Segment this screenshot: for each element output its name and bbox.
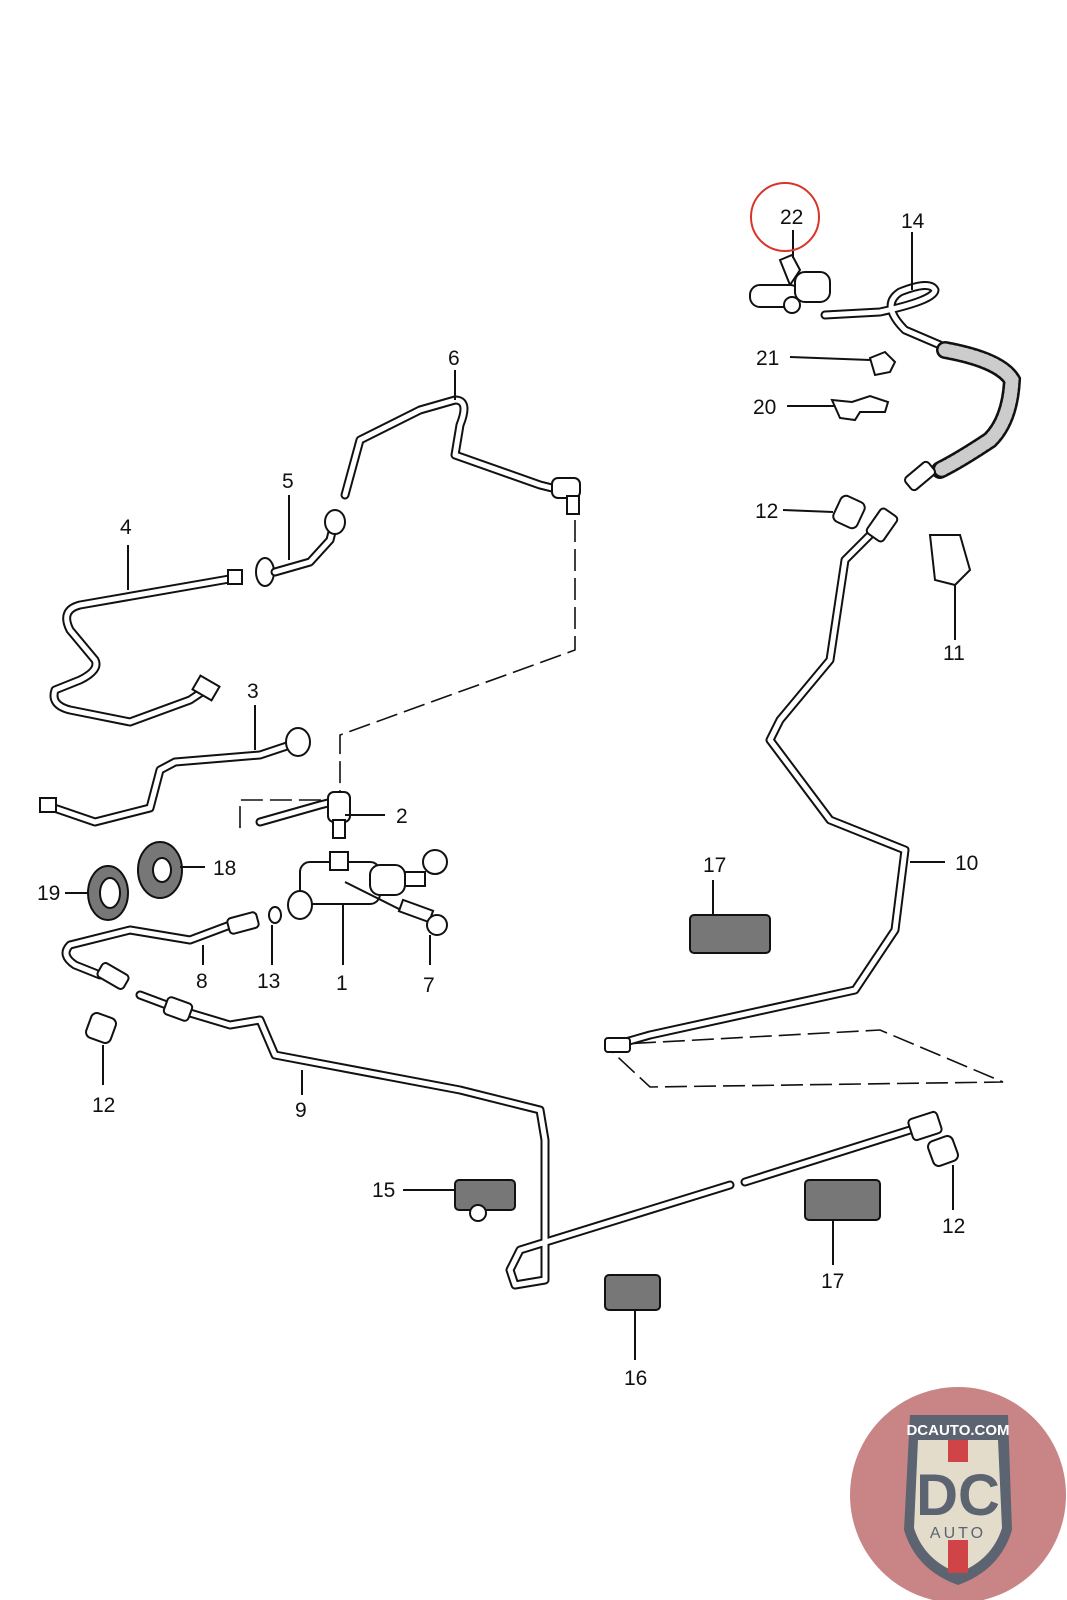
clip-11	[928, 534, 972, 587]
watermark-sub-text: AUTO	[930, 1525, 986, 1542]
watermark-main-text: DC	[916, 1463, 1000, 1528]
brake-line-6	[340, 395, 581, 515]
leader-lines	[65, 230, 956, 1360]
brake-line-8	[61, 911, 260, 990]
watermark-stripe-top	[948, 1440, 968, 1462]
brake-line-10	[604, 507, 910, 1053]
callout-18: 18	[213, 857, 236, 880]
callout-15: 15	[372, 1179, 395, 1202]
callout-21: 21	[756, 347, 779, 370]
callout-20: 20	[753, 396, 776, 419]
dashed-connector-lower	[604, 1029, 1004, 1088]
washer-13	[268, 906, 282, 924]
callout-19: 19	[37, 882, 60, 905]
callout-10: 10	[955, 852, 978, 875]
callout-2: 2	[396, 805, 408, 828]
callout-22: 22	[780, 206, 803, 229]
callout-12b: 12	[92, 1094, 115, 1117]
brake-line-4	[49, 569, 243, 727]
watermark-top-text: DCAUTO.COM	[906, 1422, 1009, 1439]
slave-cylinder-22	[749, 253, 831, 314]
union-12c	[927, 1135, 959, 1167]
dcauto-watermark: DCAUTO.COM DC AUTO	[850, 1387, 1066, 1600]
clip-15	[454, 1179, 516, 1222]
callout-1: 1	[336, 972, 348, 995]
line-fitting-2	[255, 791, 351, 839]
union-12b	[85, 1012, 117, 1044]
callout-5: 5	[282, 470, 294, 493]
callout-9: 9	[295, 1099, 307, 1122]
callout-6: 6	[448, 347, 460, 370]
clip-17a	[689, 914, 771, 954]
hose-14	[820, 281, 1022, 492]
callout-12c: 12	[942, 1215, 965, 1238]
seal-19	[87, 865, 129, 921]
dashed-connector-upper	[239, 520, 576, 830]
bracket-21	[868, 350, 897, 377]
callout-14: 14	[901, 210, 925, 233]
hose-5	[255, 509, 346, 587]
callout-17a: 17	[703, 854, 726, 877]
callout-11: 11	[943, 642, 965, 665]
watermark-stripe-bottom	[948, 1540, 968, 1573]
callout-17b: 17	[821, 1270, 844, 1293]
brake-line-3	[39, 727, 311, 827]
callout-16: 16	[624, 1367, 647, 1390]
union-12a	[832, 494, 866, 530]
callout-3: 3	[247, 680, 259, 703]
bracket-20	[830, 394, 890, 422]
callout-7: 7	[423, 974, 435, 997]
clip-17b	[804, 1179, 881, 1221]
callout-8: 8	[196, 970, 208, 993]
callout-4: 4	[120, 516, 132, 539]
highlight-circle	[750, 182, 820, 252]
brake-line-9	[135, 990, 943, 1290]
callout-12a: 12	[755, 500, 778, 523]
clip-16	[604, 1274, 661, 1311]
callout-13: 13	[257, 970, 280, 993]
seal-18	[137, 841, 183, 899]
master-cylinder-1	[287, 849, 448, 936]
